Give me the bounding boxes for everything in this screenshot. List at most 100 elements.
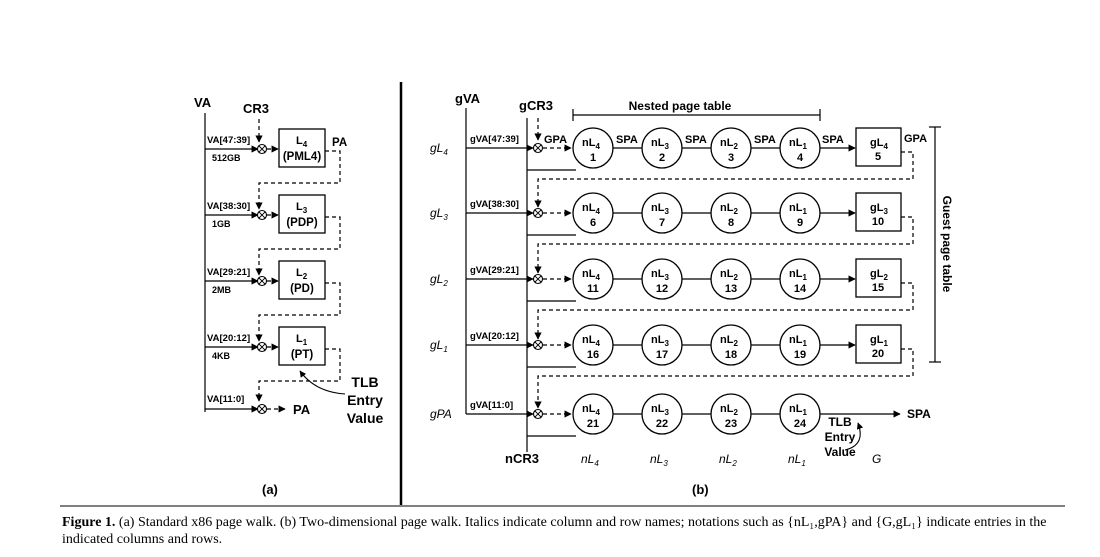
guest-feedback-path <box>534 216 914 274</box>
guest-entry-name: gL3 <box>870 202 888 216</box>
gpa-label: GPA <box>544 134 567 146</box>
feedback-path <box>255 216 341 276</box>
va-label: VA <box>194 95 212 110</box>
nested-entry-number: 17 <box>656 349 668 361</box>
column-name-label: nL4 <box>581 452 599 468</box>
tlb-entry-text: TLB <box>351 374 378 390</box>
nested-entry-name: nL4 <box>582 334 600 348</box>
panel-b-label: (b) <box>692 482 709 497</box>
table-kind-label: (PD) <box>290 283 314 295</box>
nested-entry-name: nL2 <box>720 334 738 348</box>
nested-entry-number: 16 <box>587 349 599 361</box>
caption-label: Figure 1. <box>62 515 116 530</box>
adder-cross <box>534 209 542 217</box>
feedback-path <box>255 348 341 402</box>
row-name-label: gL2 <box>430 272 448 288</box>
guest-feedback-path <box>534 348 914 409</box>
adder-cross <box>258 343 266 351</box>
spa-label: SPA <box>822 134 844 146</box>
spa-label: SPA <box>616 134 638 146</box>
row-name-label: gL1 <box>430 338 448 354</box>
pa-top-label: PA <box>332 137 347 149</box>
tlb-pointer-arrow <box>844 422 864 451</box>
tlb-entry-text: Entry <box>347 392 383 408</box>
row-bits-label: gVA[38:30] <box>470 199 519 210</box>
adder-cross <box>534 275 542 283</box>
nested-entry-number: 19 <box>794 349 806 361</box>
level-size-label: 2MB <box>212 285 232 295</box>
nested-entry-number: 14 <box>794 283 807 295</box>
row-bits-label: gVA[20:12] <box>470 331 519 342</box>
nested-entry-number: 13 <box>725 283 737 295</box>
nested-entry-number: 3 <box>728 152 734 164</box>
adder-cross <box>258 211 266 219</box>
nested-entry-number: 1 <box>590 152 596 164</box>
column-name-label: nL3 <box>650 452 668 468</box>
gpa-right-label: GPA <box>904 133 927 145</box>
nested-entry-name: nL4 <box>582 137 600 151</box>
panel-a-label: (a) <box>262 482 278 497</box>
adder-cross <box>534 410 542 418</box>
feedback-path <box>255 150 341 210</box>
tlb-entry-text: Value <box>347 410 384 426</box>
page-table-box <box>278 326 326 366</box>
guest-entry-number: 15 <box>872 282 884 294</box>
row-name-label: gL4 <box>430 141 448 157</box>
nested-entry-name: nL1 <box>789 268 807 282</box>
adder-cross <box>258 277 266 285</box>
spa-label: SPA <box>754 134 776 146</box>
table-kind-label: (PDP) <box>286 217 317 229</box>
level-bits-label: VA[20:12] <box>207 333 250 344</box>
tlb-pointer-arrow <box>299 370 346 395</box>
table-kind-label: (PML4) <box>283 151 322 163</box>
nested-entry-number: 6 <box>590 217 596 229</box>
g-column-label: G <box>872 452 881 466</box>
row-bits-label: gVA[11:0] <box>470 400 513 411</box>
guest-entry-name: gL1 <box>870 334 888 348</box>
guest-table-box <box>855 127 902 167</box>
figure-caption: Figure 1. (a) Standard x86 page walk. (b… <box>62 514 1062 548</box>
row-bits-label: gVA[47:39] <box>470 134 519 145</box>
table-level-name: L4 <box>296 135 308 149</box>
table-level-name: L1 <box>296 333 308 347</box>
table-level-name: L2 <box>296 267 308 281</box>
row-bits-label: gVA[29:21] <box>470 265 519 276</box>
guest-entry-number: 10 <box>872 216 884 228</box>
nested-entry-name: nL1 <box>789 202 807 216</box>
nested-table-title: Nested page table <box>629 99 732 113</box>
level-bits-label: VA[29:21] <box>207 267 250 278</box>
nested-entry-number: 21 <box>587 418 599 430</box>
nested-entry-name: nL4 <box>582 403 600 417</box>
table-kind-label: (PT) <box>291 349 314 361</box>
level-bits-label: VA[47:39] <box>207 135 250 146</box>
nested-entry-name: nL2 <box>720 268 738 282</box>
guest-entry-number: 20 <box>872 348 884 360</box>
gva-label: gVA <box>455 91 481 106</box>
guest-feedback-path <box>534 282 914 340</box>
nested-entry-name: nL4 <box>582 268 600 282</box>
nested-entry-name: nL2 <box>720 403 738 417</box>
column-name-label: nL2 <box>719 452 737 468</box>
guest-table-box <box>855 258 902 298</box>
nested-entry-name: nL3 <box>651 334 669 348</box>
guest-table-box <box>855 324 902 364</box>
nested-entry-number: 8 <box>728 217 734 229</box>
gcr3-label: gCR3 <box>519 98 553 113</box>
nested-entry-number: 7 <box>659 217 665 229</box>
guest-feedback-path <box>534 151 914 208</box>
ncr3-label: nCR3 <box>505 451 539 466</box>
feedback-path <box>255 282 341 342</box>
guest-table-box <box>855 192 902 232</box>
page-table-box <box>278 260 326 300</box>
nested-entry-number: 2 <box>659 152 665 164</box>
offset-bits-label: VA[11:0] <box>207 394 244 405</box>
nested-entry-number: 12 <box>656 283 668 295</box>
adder-cross <box>258 145 266 153</box>
guest-entry-number: 5 <box>875 151 881 163</box>
nested-entry-number: 18 <box>725 349 737 361</box>
level-size-label: 4KB <box>212 351 231 361</box>
row-name-label: gL3 <box>430 206 448 222</box>
